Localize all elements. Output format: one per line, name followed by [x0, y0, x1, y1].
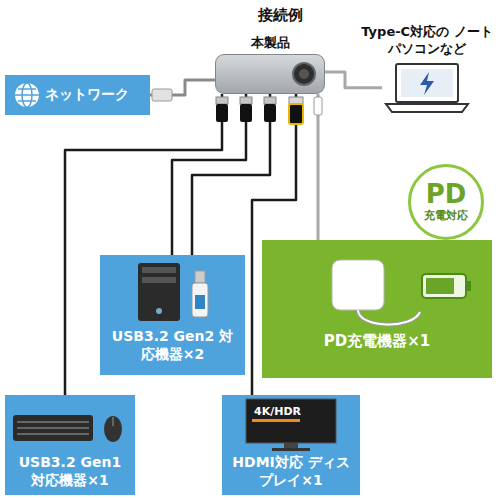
- illustration-part: [358, 310, 420, 325]
- cable-line: [325, 72, 382, 88]
- illustration-part: [246, 399, 336, 443]
- node-text: PD: [426, 181, 467, 207]
- illustration-part: [396, 64, 458, 102]
- node-text: USB3.2 Gen2 対応機器×2: [105, 327, 240, 363]
- illustration-part: [332, 260, 384, 310]
- illustration-part: [104, 416, 122, 442]
- plug-body: [152, 89, 172, 101]
- hdmi-plug: [289, 97, 303, 124]
- hub-body: [215, 54, 325, 94]
- node-text: Type-C対応の ノートパソコンなど: [358, 24, 496, 58]
- usb-plug: [240, 97, 252, 122]
- illustration-part: [17, 422, 89, 434]
- node-text: ネットワーク: [45, 86, 129, 104]
- globe-icon: [12, 80, 42, 110]
- product-hub: 本製品: [215, 34, 325, 94]
- charger-illustration: [262, 240, 492, 332]
- illustration-part: [252, 419, 300, 422]
- illustration-part: [156, 308, 162, 314]
- usb-plug: [264, 97, 276, 122]
- plug-body: [216, 104, 228, 122]
- illustration-part: [299, 69, 309, 79]
- illustration-part: [293, 63, 315, 85]
- spec-label: 4K/HDR: [254, 405, 301, 418]
- monitor-illustration: [222, 395, 360, 453]
- illustration-part: [195, 295, 205, 309]
- laptop-illustration: [382, 62, 472, 114]
- plug-tip: [216, 97, 228, 104]
- pd-badge: PD 充電対応: [408, 164, 484, 240]
- plug-body: [240, 104, 252, 122]
- plug-body: [314, 97, 322, 115]
- plug-tip: [240, 97, 252, 104]
- node-text: HDMI対応 ディスプレイ×1: [227, 453, 355, 489]
- plug-body: [289, 104, 303, 124]
- illustration-part: [426, 278, 454, 294]
- diagram-title: 接続例: [200, 6, 360, 25]
- node-text: 充電対応: [424, 209, 468, 222]
- cable-line: [192, 94, 270, 255]
- illustration-part: [142, 267, 176, 273]
- plug-body: [264, 104, 276, 122]
- device-box: USB3.2 Gen1 対応機器×1: [5, 395, 135, 495]
- illustration-part: [422, 274, 466, 298]
- laptop-node: Type-C対応の ノートパソコンなど: [358, 24, 496, 114]
- illustration-part: [272, 448, 310, 451]
- illustration-part: [15, 89, 39, 101]
- illustration-part: [386, 104, 468, 112]
- plug-tip: [264, 97, 276, 104]
- lan-plug: [152, 89, 172, 101]
- illustration-part: [15, 83, 39, 107]
- illustration-part: [192, 283, 208, 317]
- illustration-part: [13, 415, 93, 441]
- illustration-part: [142, 277, 176, 283]
- illustration-part: [138, 263, 180, 321]
- illustration-part: [401, 69, 453, 97]
- illustration-part: [112, 417, 114, 426]
- usbc-plug: [314, 97, 322, 115]
- pc-usb-illustration: [100, 255, 245, 327]
- node-text: 本製品: [215, 34, 325, 52]
- illustration-part: [358, 310, 420, 325]
- hub-button: [216, 55, 324, 93]
- illustration-part: [420, 72, 434, 95]
- network-box: ネットワーク: [5, 75, 150, 115]
- usb-plug: [216, 97, 228, 122]
- illustration-part: [195, 271, 205, 283]
- keyboard-mouse-illustration: [5, 395, 135, 453]
- node-text: PD充電機器×1: [268, 332, 486, 352]
- device-box: USB3.2 Gen2 対応機器×2: [100, 255, 245, 375]
- illustration-part: [284, 443, 298, 448]
- plug-tip: [289, 97, 303, 104]
- node-text: USB3.2 Gen1 対応機器×1: [10, 453, 130, 489]
- illustration-part: [466, 281, 471, 291]
- cable-line: [317, 94, 320, 240]
- charger-box: PD充電機器×1: [262, 240, 492, 378]
